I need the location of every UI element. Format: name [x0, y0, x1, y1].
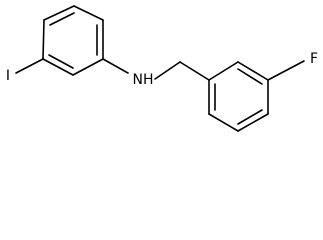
- fluorine-atom-label: F: [310, 51, 318, 67]
- bond-left-ring-inner-1: [49, 12, 75, 26]
- bond-left-ring-4: [72, 58, 104, 76]
- amine-atom-label: NH: [133, 72, 154, 88]
- chemical-structure-diagram: I NH F: [6, 5, 318, 132]
- bond-left-ring-inner-3: [48, 54, 74, 69]
- bond-right-ring-inner-1: [237, 68, 263, 85]
- bond-right-ring-1: [208, 61, 239, 81]
- bond-right-ring-inner-2: [237, 109, 263, 125]
- iodine-atom-label: I: [6, 68, 10, 84]
- bond-ring-to-fluorine: [267, 60, 305, 81]
- bond-left-ring-6: [42, 19, 45, 60]
- bond-nitrogen-to-ch2: [154, 61, 181, 80]
- bond-right-ring-2: [237, 61, 269, 81]
- bond-ring-to-nitrogen: [102, 58, 129, 74]
- bond-left-ring-5: [42, 58, 74, 76]
- iodophenyl-ring: [42, 5, 104, 76]
- bond-left-ring-1: [43, 5, 75, 21]
- bond-right-ring-4: [237, 113, 269, 132]
- bond-ring-to-iodine: [15, 58, 44, 74]
- fluorophenyl-ring: [208, 61, 269, 132]
- bond-ch2-to-ring: [179, 61, 210, 81]
- bond-right-ring-5: [208, 113, 239, 132]
- bond-left-ring-2: [73, 5, 104, 21]
